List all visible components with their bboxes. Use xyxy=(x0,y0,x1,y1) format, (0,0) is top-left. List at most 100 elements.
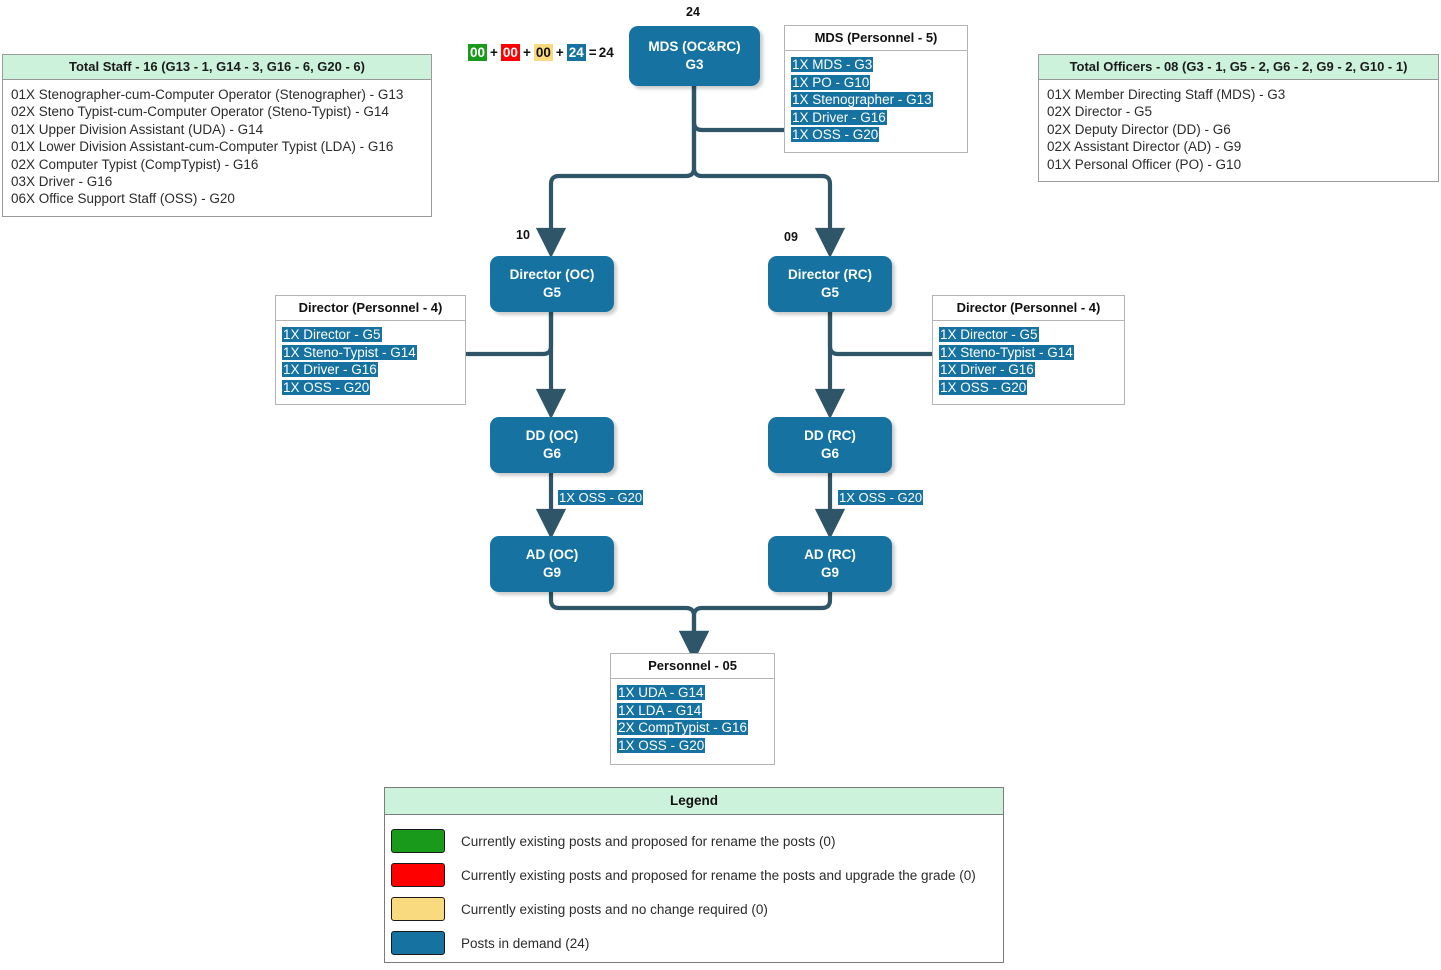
personnel-item-text: 1X Steno-Typist - G14 xyxy=(939,344,1074,360)
personnel-item: 1X MDS - G3 xyxy=(791,56,961,74)
total-staff-line: 02X Computer Typist (CompTypist) - G16 xyxy=(11,156,259,172)
director-oc-personnel-box: Director (Personnel - 4) 1X Director - G… xyxy=(275,295,466,405)
legend-title: Legend xyxy=(385,788,1003,815)
node-ad-oc-title: AD (OC) xyxy=(525,547,579,562)
total-staff-line: 01X Upper Division Assistant (UDA) - G14 xyxy=(11,121,264,137)
node-director-rc-title: Director (RC) xyxy=(787,267,872,282)
bottom-personnel-box: Personnel - 05 1X UDA - G14 1X LDA - G14… xyxy=(610,653,775,765)
node-director-oc-title: Director (OC) xyxy=(509,267,595,282)
node-director-oc-grade: G5 xyxy=(542,285,561,300)
total-officers-panel: Total Officers - 08 (G3 - 1, G5 - 2, G6 … xyxy=(1038,54,1439,183)
personnel-item-text: 1X Steno-Typist - G14 xyxy=(282,344,417,360)
total-staff-line: 01X Stenographer-cum-Computer Operator (… xyxy=(11,87,404,102)
total-officers-line: 02X Assistant Director (AD) - G9 xyxy=(1047,139,1242,155)
node-dd-oc[interactable]: DD (OC) G6 xyxy=(490,417,614,473)
node-dd-rc-grade: G6 xyxy=(820,446,839,461)
formula-total: 24 xyxy=(598,45,614,60)
personnel-item-text: 1X OSS - G20 xyxy=(939,379,1028,395)
total-staff-list: 01X Stenographer-cum-Computer Operator (… xyxy=(3,80,431,216)
formula-plus-1: + xyxy=(490,45,498,60)
formula-chip-green: 00 xyxy=(468,44,488,61)
legend-rows: Currently existing posts and proposed fo… xyxy=(385,815,1003,970)
legend-label: Currently existing posts and no change r… xyxy=(461,901,768,917)
legend-label: Currently existing posts and proposed fo… xyxy=(461,867,976,883)
node-dd-oc-grade: G6 xyxy=(542,446,561,461)
total-officers-title: Total Officers - 08 (G3 - 1, G5 - 2, G6 … xyxy=(1039,55,1438,80)
formula-equals: = xyxy=(588,45,597,60)
personnel-item-text: 1X Driver - G16 xyxy=(282,362,378,377)
formula-chip-red: 00 xyxy=(500,44,520,61)
node-mds-grade: G3 xyxy=(685,57,704,72)
node-ad-rc-grade: G9 xyxy=(820,565,839,580)
edge-label-dd-rc: 1X OSS - G20 xyxy=(838,490,924,505)
node-dd-oc-title: DD (OC) xyxy=(525,428,579,443)
total-staff-panel: Total Staff - 16 (G13 - 1, G14 - 3, G16 … xyxy=(2,54,432,217)
legend-label: Posts in demand (24) xyxy=(461,935,590,951)
personnel-item-text: 1X PO - G10 xyxy=(791,74,871,90)
personnel-item: 1X Driver - G16 xyxy=(791,109,961,127)
formula-plus-3: + xyxy=(555,45,564,60)
node-mds[interactable]: MDS (OC&RC) G3 xyxy=(629,26,760,86)
bottom-personnel-list: 1X UDA - G14 1X LDA - G14 2X CompTypist … xyxy=(611,679,774,761)
personnel-item-text: 1X Driver - G16 xyxy=(939,362,1035,377)
legend-swatch-amber xyxy=(391,897,445,921)
legend-row: Currently existing posts and proposed fo… xyxy=(385,824,1003,858)
personnel-item: 1X OSS - G20 xyxy=(617,737,768,755)
personnel-item: 1X OSS - G20 xyxy=(791,126,961,144)
personnel-item: 1X OSS - G20 xyxy=(282,379,459,397)
total-officers-line: 02X Deputy Director (DD) - G6 xyxy=(1047,121,1231,137)
total-officers-list: 01X Member Directing Staff (MDS) - G3 02… xyxy=(1039,80,1438,181)
personnel-item: 1X LDA - G14 xyxy=(617,702,768,720)
personnel-item: 1X Director - G5 xyxy=(939,326,1118,344)
personnel-item-text: 1X MDS - G3 xyxy=(791,57,874,72)
personnel-item-text: 1X LDA - G14 xyxy=(617,702,703,718)
total-staff-line: 03X Driver - G16 xyxy=(11,174,113,190)
total-staff-line: 02X Steno Typist-cum-Computer Operator (… xyxy=(11,104,389,120)
personnel-item-text: 1X OSS - G20 xyxy=(617,737,706,753)
legend-swatch-blue xyxy=(391,931,445,955)
node-ad-rc-title: AD (RC) xyxy=(804,547,856,562)
personnel-item: 1X Steno-Typist - G14 xyxy=(939,344,1118,362)
personnel-item-text: 1X Stenographer - G13 xyxy=(791,92,933,107)
director-oc-personnel-title: Director (Personnel - 4) xyxy=(276,296,465,321)
personnel-item: 1X Stenographer - G13 xyxy=(791,91,961,109)
edge-count-mds: 24 xyxy=(686,5,700,19)
node-ad-oc[interactable]: AD (OC) G9 xyxy=(490,536,614,592)
personnel-item: 1X UDA - G14 xyxy=(617,684,768,702)
mds-personnel-title: MDS (Personnel - 5) xyxy=(785,26,967,51)
personnel-item-text: 1X OSS - G20 xyxy=(282,379,371,395)
formula-chip-blue: 24 xyxy=(566,44,586,61)
legend-label: Currently existing posts and proposed fo… xyxy=(461,833,836,849)
node-dd-rc[interactable]: DD (RC) G6 xyxy=(768,417,892,473)
node-ad-rc[interactable]: AD (RC) G9 xyxy=(768,536,892,592)
formula-plus-2: + xyxy=(522,45,531,60)
director-oc-personnel-list: 1X Director - G5 1X Steno-Typist - G14 1… xyxy=(276,321,465,403)
director-rc-personnel-title: Director (Personnel - 4) xyxy=(933,296,1124,321)
total-officers-line: 01X Member Directing Staff (MDS) - G3 xyxy=(1047,87,1286,102)
personnel-item: 1X Driver - G16 xyxy=(282,361,459,379)
node-director-oc[interactable]: Director (OC) G5 xyxy=(490,256,614,312)
personnel-item-text: 1X OSS - G20 xyxy=(791,127,880,142)
total-staff-line: 01X Lower Division Assistant-cum-Compute… xyxy=(11,139,394,155)
bottom-personnel-title: Personnel - 05 xyxy=(611,654,774,679)
edge-count-director-oc: 10 xyxy=(516,228,530,242)
mds-personnel-list: 1X MDS - G3 1X PO - G10 1X Stenographer … xyxy=(785,51,967,151)
personnel-item: 1X Driver - G16 xyxy=(939,361,1118,379)
total-staff-line: 06X Office Support Staff (OSS) - G20 xyxy=(11,191,235,207)
personnel-item: 1X OSS - G20 xyxy=(939,379,1118,397)
edge-label-dd-oc: 1X OSS - G20 xyxy=(558,490,644,505)
mds-personnel-box: MDS (Personnel - 5) 1X MDS - G3 1X PO - … xyxy=(784,25,968,153)
personnel-item: 2X CompTypist - G16 xyxy=(617,719,768,737)
legend-row: Posts in demand (24) xyxy=(385,926,1003,960)
total-officers-line: 01X Personal Officer (PO) - G10 xyxy=(1047,156,1242,172)
node-director-rc-grade: G5 xyxy=(820,285,839,300)
personnel-item: 1X PO - G10 xyxy=(791,74,961,92)
personnel-item-text: 1X Director - G5 xyxy=(939,327,1039,342)
edge-count-director-rc: 09 xyxy=(784,230,798,244)
legend-row: Currently existing posts and proposed fo… xyxy=(385,858,1003,892)
node-ad-oc-grade: G9 xyxy=(542,565,561,580)
personnel-item-text: 1X Director - G5 xyxy=(282,327,382,342)
legend-swatch-green xyxy=(391,829,445,853)
node-director-rc[interactable]: Director (RC) G5 xyxy=(768,256,892,312)
